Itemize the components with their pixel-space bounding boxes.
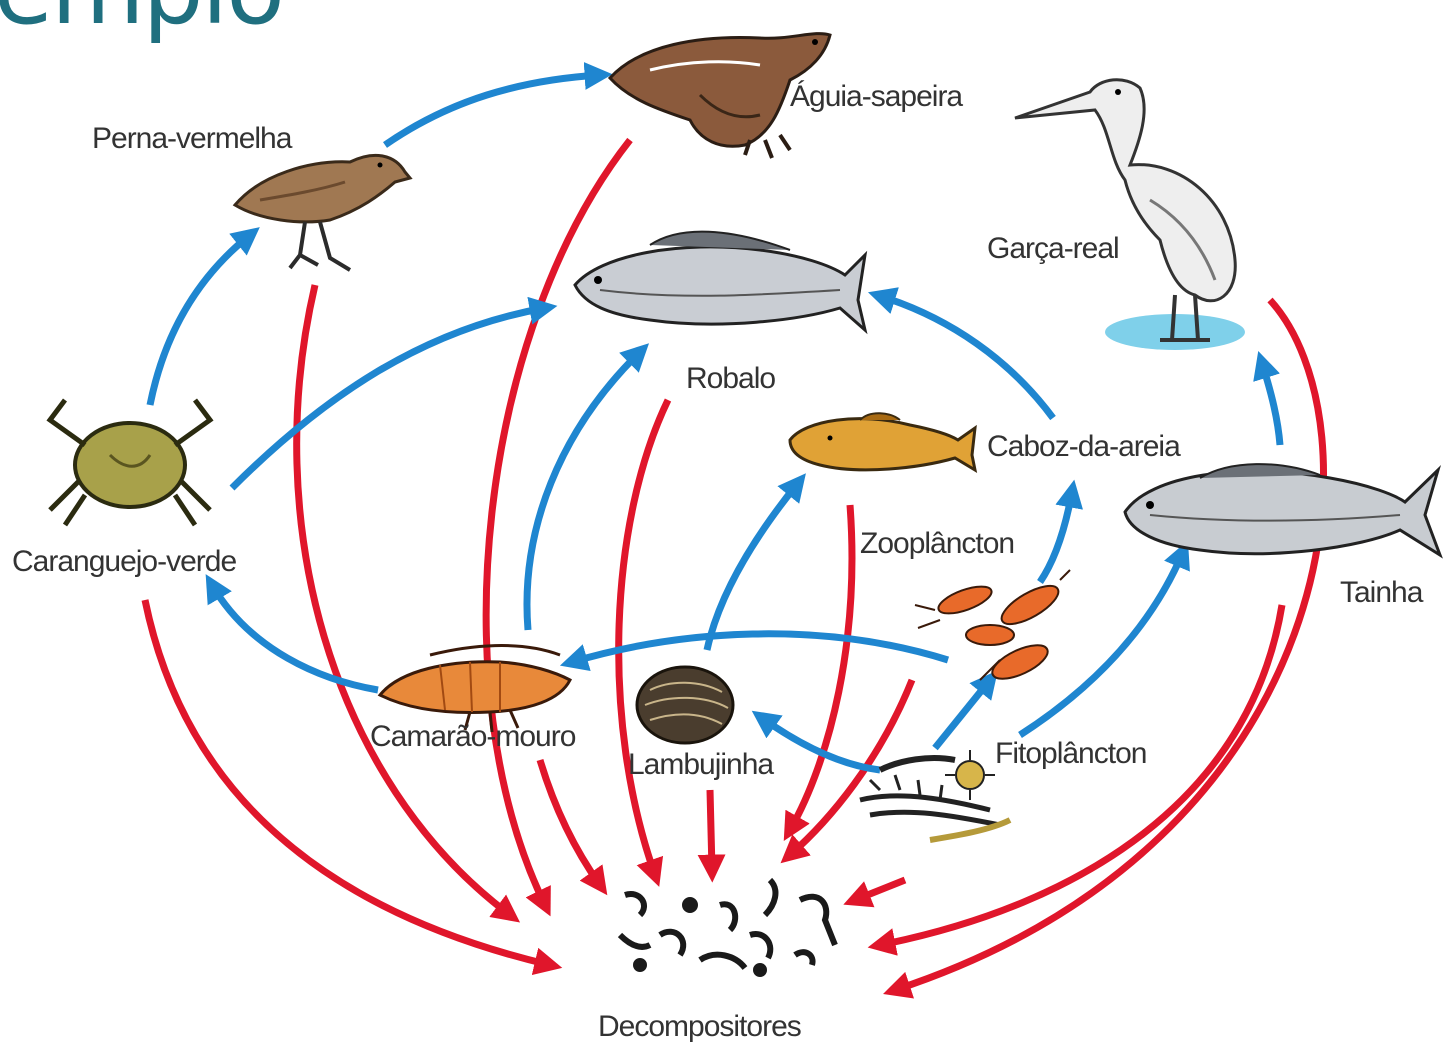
fitoplancton-illustration (860, 750, 1010, 840)
label-tainha: Tainha (1340, 576, 1422, 610)
label-zooplancton: Zooplâncton (860, 527, 1014, 561)
arrow-aguia-to-decompositores (486, 140, 630, 905)
arrow-caboz-to-robalo (880, 296, 1053, 418)
label-robalo: Robalo (686, 362, 775, 396)
tainha-illustration (1125, 464, 1440, 555)
arrow-zooplancton-to-caboz (1040, 492, 1072, 582)
arrow-perna-to-decompositores (297, 285, 510, 915)
arrow-camarao-to-caranguejo (212, 585, 378, 690)
arrow-garca-to-decompositores (895, 300, 1324, 990)
label-decompositores: Decompositores (598, 1010, 801, 1044)
label-caranguejo-verde: Caranguejo-verde (12, 545, 236, 579)
label-aguia-sapeira: Águia-sapeira (790, 80, 962, 114)
perna-vermelha-illustration (235, 155, 410, 270)
arrow-lambujinha-to-decompositores (710, 790, 712, 870)
caranguejo-verde-illustration (50, 400, 210, 525)
label-lambujinha: Lambujinha (628, 748, 773, 782)
arrow-fitoplancton-to-zooplancton (935, 680, 990, 748)
label-camarao-mouro: Camarão-mouro (370, 720, 575, 754)
robalo-illustration (575, 232, 865, 330)
arrow-zooplancton-to-camarao (572, 634, 948, 662)
label-garca-real: Garça-real (987, 232, 1119, 266)
decompositores-illustration (620, 880, 835, 974)
arrow-caranguejo-to-perna (150, 235, 250, 405)
arrow-camarao-to-decompositores (540, 760, 600, 885)
zooplancton-illustration (915, 570, 1070, 686)
arrow-robalo-to-decompositores (619, 400, 668, 875)
label-caboz-da-areia: Caboz-da-areia (987, 430, 1180, 464)
garca-real-illustration (1015, 80, 1245, 350)
caboz-da-areia-illustration (790, 413, 975, 470)
arrow-tainha-to-garca (1262, 363, 1280, 445)
label-perna-vermelha: Perna-vermelha (92, 122, 291, 156)
arrow-perna-to-aguia (385, 75, 600, 145)
arrow-lambujinha-to-caboz (707, 483, 798, 650)
lambujinha-illustration (637, 667, 733, 743)
arrow-caboz-to-decompositores (790, 505, 852, 830)
arrow-fitoplancton-to-decompositores (855, 880, 905, 900)
label-fitoplancton: Fitoplâncton (995, 737, 1146, 771)
